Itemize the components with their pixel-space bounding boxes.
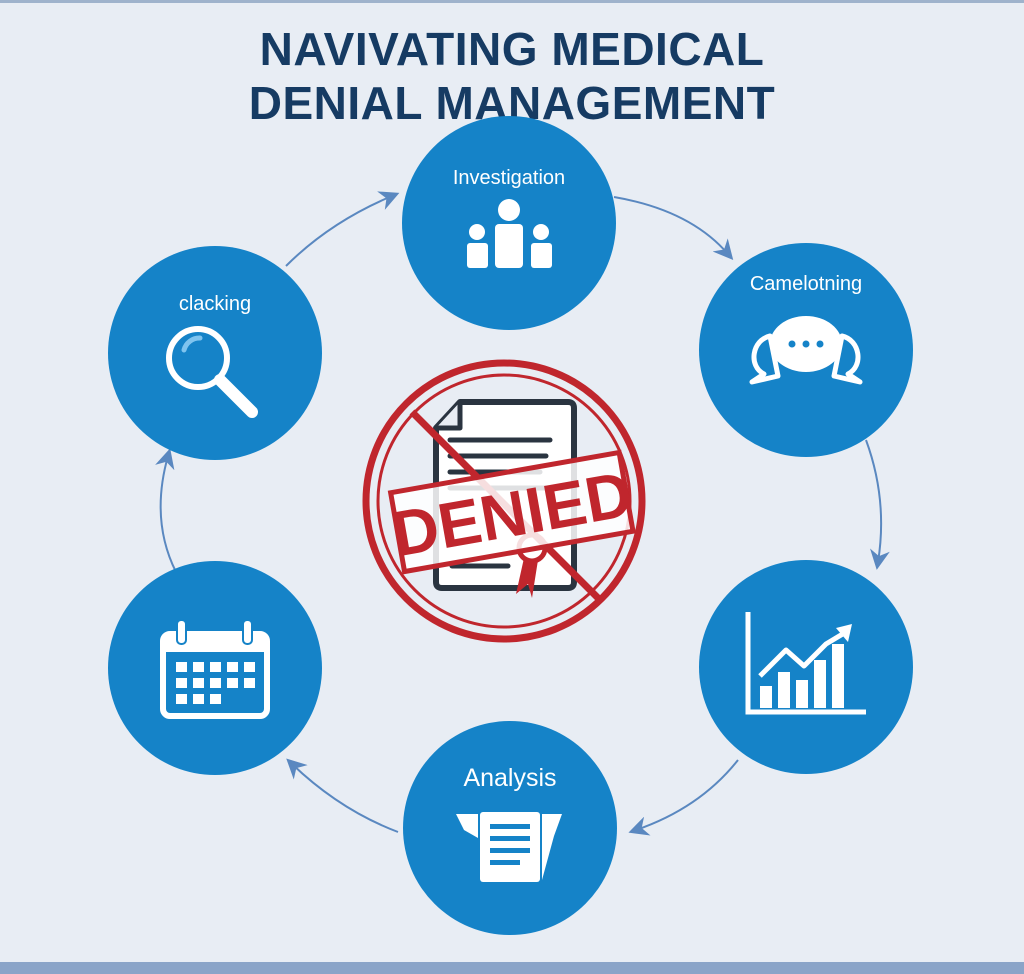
arrow-growth-to-analysis	[628, 759, 739, 836]
speech-bubbles-icon	[749, 316, 863, 385]
people-group-icon	[467, 199, 552, 268]
calendar-icon	[160, 619, 270, 719]
top-rule	[0, 0, 1024, 3]
node-investigation	[402, 116, 616, 330]
cycle-arrows	[155, 191, 890, 836]
arrow-investigation-to-camelotning	[613, 196, 734, 261]
magnifying-glass-icon	[166, 326, 258, 418]
node-label-analysis: Analysis	[463, 764, 557, 792]
node-label-investigation: Investigation	[452, 167, 566, 189]
node-label-camelotning: Camelotning	[749, 273, 863, 295]
bottom-band	[0, 962, 1024, 974]
arrow-clacking-to-investigation	[285, 191, 400, 267]
title-line-1: NAVIVATING MEDICAL	[259, 23, 765, 75]
node-label-clacking: clacking	[178, 293, 252, 315]
arrow-calendar-to-clacking	[155, 448, 177, 573]
node-clacking	[108, 246, 322, 460]
arrow-analysis-to-calendar	[286, 758, 399, 833]
arrow-camelotning-to-growth	[865, 439, 890, 570]
bar-chart-trend-icon	[745, 612, 866, 715]
document-list-icon	[456, 812, 562, 882]
